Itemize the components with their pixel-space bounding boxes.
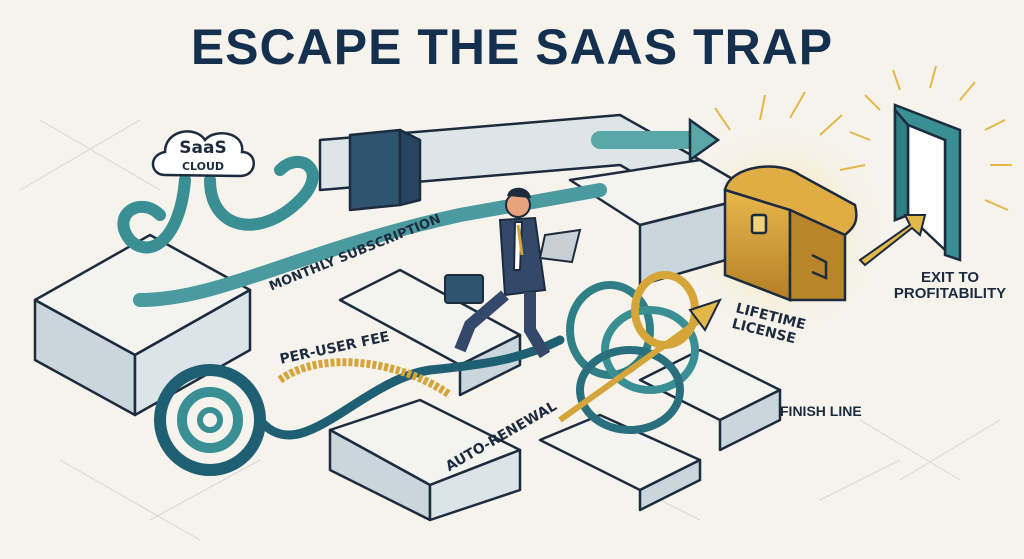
cloud-icon — [151, 130, 255, 178]
label-exit-to-profitability: EXIT TO PROFITABILITY — [885, 270, 1015, 302]
cloud-label: SaaS — [179, 138, 227, 158]
teal-swirl-paths — [117, 131, 699, 476]
running-businessman-icon — [444, 187, 582, 359]
gold-rope — [277, 358, 453, 399]
label-finish-line: FINISH LINE — [780, 403, 862, 419]
maze-walls — [33, 113, 782, 522]
page-title: ESCAPE THE SAAS TRAP — [190, 19, 834, 75]
profit-arrow-icon — [858, 214, 927, 267]
exit-door-icon — [893, 103, 962, 262]
treasure-chest-icon — [723, 165, 858, 302]
light-rays — [674, 65, 1012, 211]
arrow-right-icon — [688, 117, 721, 163]
gold-arrow-icon — [688, 298, 722, 332]
exit-line-2: PROFITABILITY — [893, 284, 1007, 302]
background-grid — [19, 119, 1001, 541]
cloud-sublabel: CLOUD — [181, 160, 225, 173]
exit-line-1: EXIT TO — [920, 269, 980, 286]
tangled-rope-knot — [558, 271, 702, 434]
